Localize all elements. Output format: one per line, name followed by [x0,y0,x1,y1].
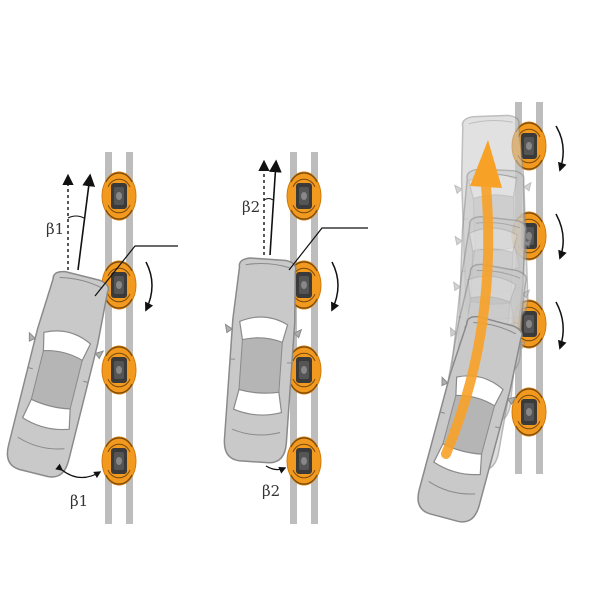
motion-arrow [441,181,494,459]
motion-arrowhead [470,140,502,188]
angle-arc-bottom [55,463,102,479]
roller-wheel [286,436,322,486]
leader-line [288,227,368,271]
roller-wheel [511,387,547,437]
rotation-arrow [555,213,567,260]
angle-arc-bottom [265,465,287,474]
angle-label-bottom: β2 [262,482,280,500]
rotation-arrow [555,125,567,172]
panel-1: β1 β1 [0,152,178,524]
heading-arrow [268,159,282,256]
angle-label-top: β1 [46,220,64,238]
rotation-arrow [145,261,154,312]
heading-arrow [77,173,96,271]
car-body [0,266,121,483]
roller-wheel [101,345,137,395]
angle-label-top: β2 [242,198,260,216]
angle-arc [67,215,85,219]
angle-label-bottom: β1 [70,492,88,510]
panel-2: β2 β2 [215,152,368,524]
roller-wheel [286,171,322,221]
roller-wheel [101,436,137,486]
leader-line [94,245,178,297]
rotation-arrow [331,261,340,312]
guide-rails [105,152,133,524]
roller-wheel [101,171,137,221]
rotation-arrow [555,301,567,350]
panel-3 [406,102,567,529]
angle-arc [263,198,274,201]
